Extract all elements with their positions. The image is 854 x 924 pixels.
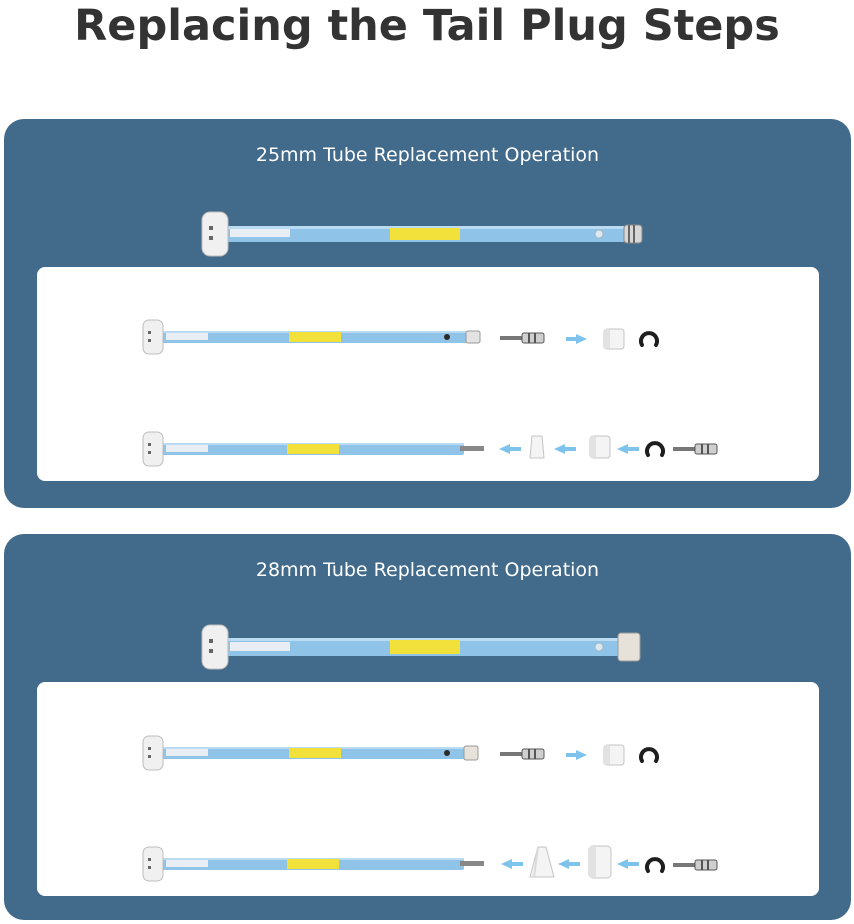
arrow-left-icon [499, 444, 521, 454]
tail-plug-icon [529, 846, 555, 878]
e-clip-icon [639, 747, 659, 763]
crankshaft-pin-icon [673, 443, 718, 455]
tubular-motor-icon [142, 319, 481, 355]
e-clip-icon [645, 441, 665, 457]
tubular-motor-icon [201, 624, 641, 670]
tail-plug-icon [529, 435, 545, 459]
tubular-motor-icon [142, 735, 479, 771]
steps-box [37, 267, 819, 481]
tubular-motor-icon [142, 431, 484, 467]
arrow-right-icon [566, 334, 587, 344]
arrow-left-icon [558, 859, 580, 869]
e-clip-icon [645, 857, 665, 873]
tail-plug-icon [589, 435, 611, 459]
section-title: 25mm Tube Replacement Operation [255, 144, 600, 166]
tail-plug-icon [603, 744, 625, 766]
arrow-right-icon [566, 750, 587, 760]
section-25mm: 25mm Tube Replacement Operation [4, 119, 851, 508]
crankshaft-pin-icon [500, 748, 545, 760]
arrow-left-icon [617, 859, 639, 869]
arrow-left-icon [617, 444, 639, 454]
arrow-left-icon [501, 859, 523, 869]
tubular-motor-icon [201, 211, 643, 257]
section-28mm: 28mm Tube Replacement Operation [4, 534, 851, 920]
crankshaft-pin-icon [673, 859, 718, 871]
section-title: 28mm Tube Replacement Operation [255, 559, 600, 581]
page-title: Replacing the Tail Plug Steps [74, 1, 780, 51]
tubular-motor-icon [142, 846, 484, 882]
arrow-left-icon [554, 444, 576, 454]
tail-plug-icon [588, 845, 612, 879]
crankshaft-pin-icon [500, 332, 545, 344]
steps-box [37, 682, 819, 896]
tail-plug-icon [603, 328, 625, 350]
e-clip-icon [639, 331, 659, 347]
